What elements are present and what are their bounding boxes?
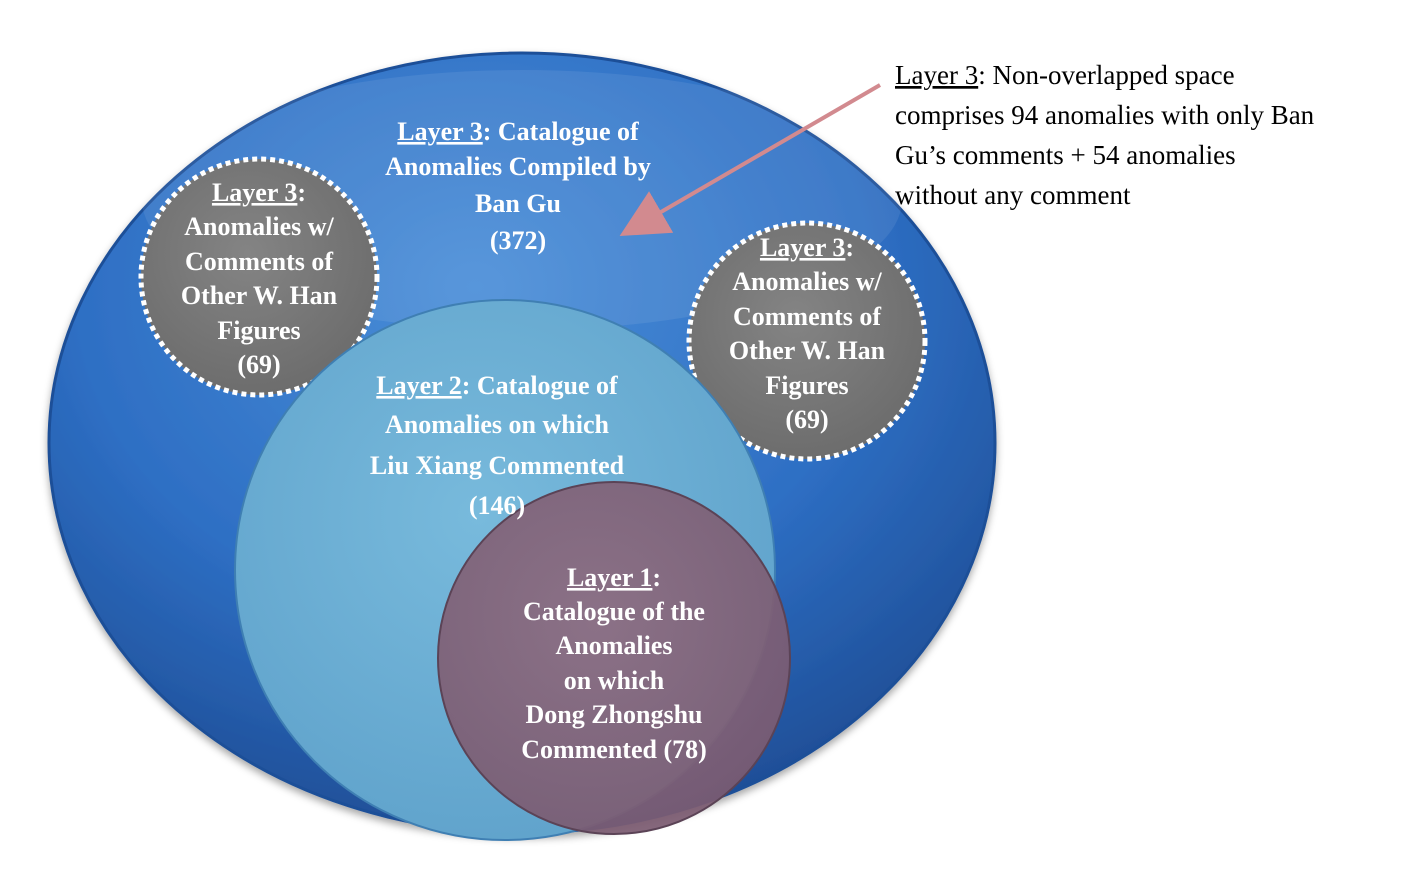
layer1-label: Layer 1: Catalogue of the Anomalies on w…	[521, 563, 707, 764]
layer1-label-line3: Anomalies	[556, 631, 673, 660]
layer2-label-layer: Layer 2	[376, 371, 461, 400]
left-label-line3: Comments of	[185, 247, 333, 276]
annotation-line4: without any comment	[895, 180, 1131, 210]
layer2-label-count: (146)	[469, 491, 525, 520]
layer2-label: Layer 2: Catalogue of Anomalies on which…	[370, 371, 625, 520]
right-label-line1: Layer 3:	[760, 233, 854, 262]
annotation-line3: Gu’s comments + 54 anomalies	[895, 140, 1236, 170]
left-label-line2: Anomalies w/	[184, 212, 334, 241]
outer-label-line3: Ban Gu	[475, 189, 561, 218]
layer1-label-line2: Catalogue of the	[523, 597, 705, 626]
annotation-line2: comprises 94 anomalies with only Ban	[895, 100, 1315, 130]
layer2-label-line1: Layer 2: Catalogue of	[376, 371, 618, 400]
left-label-layer: Layer 3	[212, 178, 297, 207]
left-label-line4: Other W. Han	[181, 281, 338, 310]
outer-label: Layer 3: Catalogue of Anomalies Compiled…	[385, 117, 651, 255]
layer1-label-line6: Commented (78)	[521, 735, 707, 764]
layer2-label-line3: Liu Xiang Commented	[370, 451, 625, 480]
right-label-colon: :	[845, 233, 854, 262]
left-side-circle	[138, 156, 380, 398]
left-label-colon: :	[297, 178, 306, 207]
annotation-layer: Layer 3	[895, 60, 978, 90]
annotation-text: Layer 3: Non-overlapped space comprises …	[895, 60, 1315, 210]
outer-label-layer: Layer 3	[397, 117, 482, 146]
outer-label-count: (372)	[490, 226, 546, 255]
annotation-arrow	[619, 83, 882, 237]
layer1-label-line5: Dong Zhongshu	[525, 700, 702, 729]
layer1-label-line1: Layer 1:	[567, 563, 661, 592]
layer1-circle	[437, 481, 791, 835]
layer1-label-colon: :	[652, 563, 661, 592]
left-label-line5: Figures	[217, 316, 300, 345]
layer1-label-layer: Layer 1	[567, 563, 652, 592]
right-circle-label: Layer 3: Anomalies w/ Comments of Other …	[729, 233, 886, 434]
right-label-line5: Figures	[765, 371, 848, 400]
right-label-line2: Anomalies w/	[732, 267, 882, 296]
right-side-circle	[686, 220, 928, 462]
layer1-label-line4: on which	[564, 666, 665, 695]
layer2-label-line2: Anomalies on which	[385, 410, 609, 439]
outer-label-line2: Anomalies Compiled by	[385, 152, 651, 181]
outer-label-line1: Layer 3: Catalogue of	[397, 117, 639, 146]
right-label-line4: Other W. Han	[729, 336, 886, 365]
right-label-layer: Layer 3	[760, 233, 845, 262]
left-label-count: (69)	[237, 350, 280, 379]
left-circle-label: Layer 3: Anomalies w/ Comments of Other …	[181, 178, 338, 379]
annotation-line1-text: : Non-overlapped space	[978, 60, 1234, 90]
layer2-label-text: : Catalogue of	[462, 371, 618, 400]
left-label-line1: Layer 3:	[212, 178, 306, 207]
annotation-line1: Layer 3: Non-overlapped space	[895, 60, 1235, 90]
right-label-line3: Comments of	[733, 302, 881, 331]
outer-label-text: : Catalogue of	[483, 117, 639, 146]
right-label-count: (69)	[785, 405, 828, 434]
